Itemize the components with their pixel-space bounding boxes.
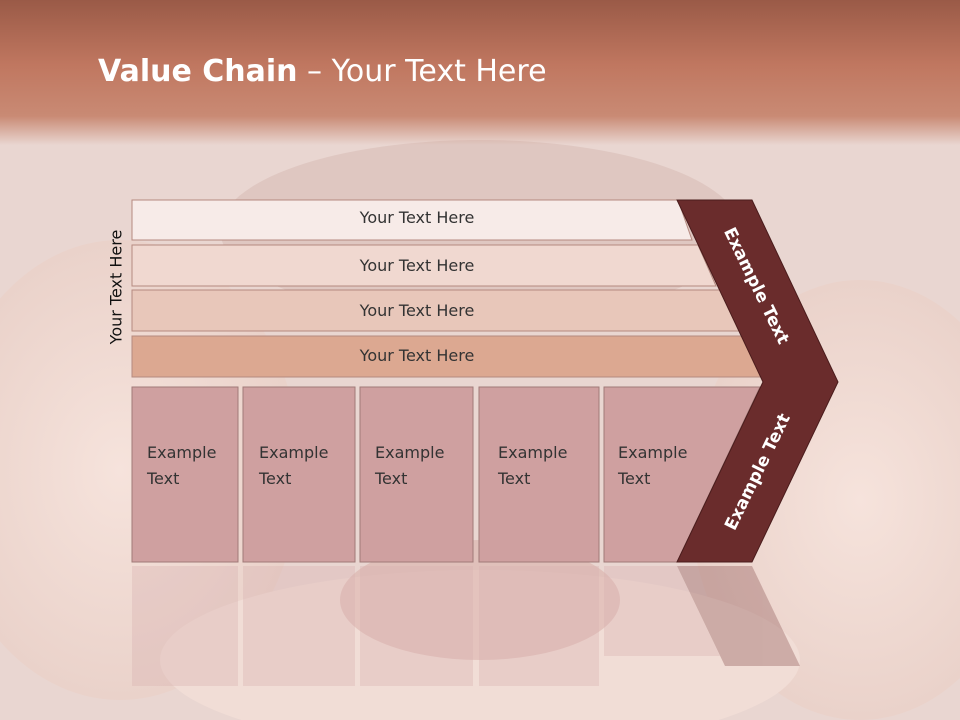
column-4-line1: Example xyxy=(498,443,568,462)
title-rest: – Your Text Here xyxy=(297,54,547,89)
column-1-text: Example Text xyxy=(147,440,216,492)
column-2-line2: Text xyxy=(259,469,292,488)
chevron-arrow-shape xyxy=(676,199,839,563)
column-5-line1: Example xyxy=(618,443,688,462)
column-3-text: Example Text xyxy=(375,440,444,492)
column-3-line2: Text xyxy=(375,469,408,488)
bar-4-label: Your Text Here xyxy=(359,346,475,365)
column-4-shape xyxy=(478,386,600,563)
bar-1-label: Your Text Here xyxy=(359,208,475,227)
slide-title: Value Chain – Your Text Here xyxy=(98,54,547,89)
title-bold: Value Chain xyxy=(98,54,298,89)
column-5-text: Example Text xyxy=(618,440,687,492)
header-band xyxy=(0,0,960,145)
column-1-shape xyxy=(131,386,239,563)
column-3-line1: Example xyxy=(375,443,445,462)
column-5-line2: Text xyxy=(618,469,651,488)
bar-2-shape xyxy=(131,244,717,287)
bar-1-shape xyxy=(131,199,693,241)
column-2-shape xyxy=(242,386,356,563)
bar-3-label: Your Text Here xyxy=(359,301,475,320)
column-1-line2: Text xyxy=(147,469,180,488)
column-4-text: Example Text xyxy=(498,440,567,492)
column-2-line1: Example xyxy=(259,443,329,462)
column-2-text: Example Text xyxy=(259,440,328,492)
column-4-line2: Text xyxy=(498,469,531,488)
bar-2-label: Your Text Here xyxy=(359,256,475,275)
reflection xyxy=(132,566,800,686)
column-1-line1: Example xyxy=(147,443,217,462)
column-3-shape xyxy=(359,386,474,563)
